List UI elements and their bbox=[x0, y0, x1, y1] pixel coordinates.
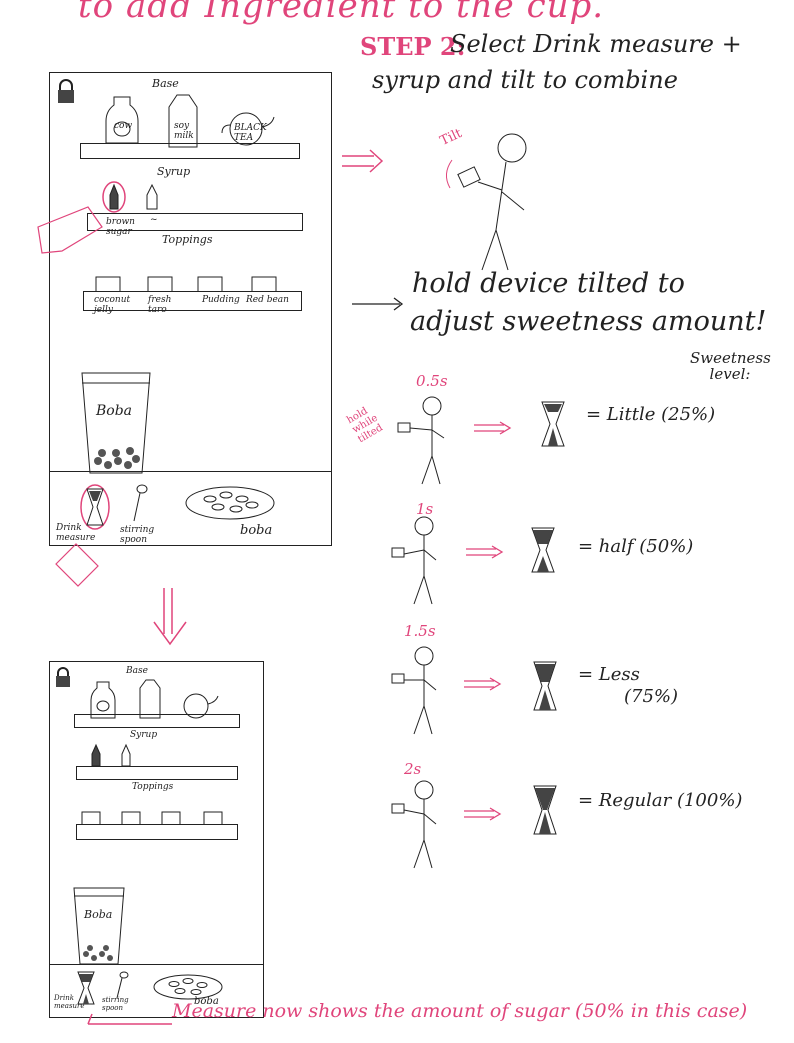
hold-note-line2: adjust sweetness amount! bbox=[410, 306, 767, 337]
level-1-stick-figure bbox=[397, 396, 445, 485]
level-3-measure-icon bbox=[533, 661, 557, 711]
milk-bottle-icon[interactable] bbox=[90, 680, 116, 724]
level-2-measure-icon bbox=[531, 527, 555, 573]
lock-icon[interactable] bbox=[56, 79, 76, 109]
level-2-time: 1s bbox=[416, 500, 434, 518]
level-2-stick-figure bbox=[391, 516, 437, 605]
top-note: to add Ingredient to the cup. bbox=[78, 0, 605, 26]
level-1-time: 0.5s bbox=[416, 372, 448, 390]
base-shelf bbox=[74, 714, 240, 728]
base-label: Base bbox=[152, 77, 179, 90]
tool-bar-divider bbox=[50, 471, 331, 472]
topping-bins bbox=[94, 271, 284, 297]
boba-cup bbox=[72, 884, 126, 970]
phone-mockup-after: Base Syrup Toppings Boba Drink measure s… bbox=[49, 661, 264, 1018]
level-2-arrow bbox=[466, 545, 504, 559]
bottom-note: Measure now shows the amount of sugar (5… bbox=[172, 1000, 748, 1022]
finger-tap-indicator bbox=[37, 206, 103, 254]
level-4-stick-figure bbox=[391, 780, 437, 869]
step-title: STEP 2: bbox=[360, 32, 466, 61]
bottom-arrow bbox=[87, 1013, 172, 1025]
boba-tray-icon[interactable] bbox=[180, 483, 280, 527]
base-shelf bbox=[80, 143, 300, 159]
level-4-time: 2s bbox=[404, 760, 422, 778]
level-4-result: = Regular (100%) bbox=[578, 790, 743, 811]
level-3-stick-figure bbox=[391, 646, 437, 735]
level-1-arrow bbox=[474, 421, 512, 435]
drink-measure-label: Drink measure bbox=[54, 994, 85, 1010]
level-3-result: = Less bbox=[578, 664, 640, 685]
brown-sugar-label: brown sugar bbox=[106, 217, 135, 237]
black-tea-label: BLACK TEA bbox=[234, 123, 267, 143]
level-3-time: 1.5s bbox=[404, 622, 436, 640]
lock-icon[interactable] bbox=[55, 667, 71, 693]
drink-measure-icon[interactable] bbox=[76, 970, 96, 1010]
syrup-bottle-icon[interactable] bbox=[144, 181, 160, 215]
topping-coconut-jelly[interactable]: coconut jelly bbox=[94, 295, 131, 315]
level-4-measure-icon bbox=[533, 785, 557, 835]
level-3-arrow bbox=[464, 677, 502, 691]
level-1-result: = Little (25%) bbox=[586, 404, 716, 425]
drink-measure-label: Drink measure bbox=[56, 523, 96, 543]
topping-bins bbox=[80, 808, 230, 830]
topping-pudding[interactable]: Pudding bbox=[202, 295, 240, 305]
toppings-label: Toppings bbox=[132, 782, 174, 792]
black-tea-pot-icon[interactable] bbox=[176, 688, 220, 724]
toppings-shelf bbox=[83, 291, 302, 311]
cow-bottle-label: cow bbox=[114, 121, 133, 131]
black-tea-pot-icon[interactable] bbox=[220, 105, 276, 151]
topping-fresh-taro[interactable]: fresh taro bbox=[148, 295, 172, 315]
sweetness-level-header: Sweetness level: bbox=[690, 349, 771, 383]
phone-mockup-before: Base cow soy milk BLACK TEA Syrup brown … bbox=[37, 72, 332, 546]
stirring-spoon-icon[interactable] bbox=[130, 483, 150, 527]
boba-label: boba bbox=[240, 523, 273, 538]
drink-measure-icon[interactable] bbox=[80, 483, 110, 535]
boba-tray-icon[interactable] bbox=[148, 972, 228, 1006]
syrup-shelf bbox=[87, 213, 303, 231]
tool-bar-divider bbox=[50, 964, 263, 965]
stirring-spoon-icon[interactable] bbox=[114, 970, 130, 1004]
right-arrow-1 bbox=[342, 149, 384, 173]
base-label: Base bbox=[126, 666, 148, 676]
cup-label: Boba bbox=[84, 908, 113, 921]
level-4-arrow bbox=[464, 807, 502, 821]
boba-label: boba bbox=[194, 996, 219, 1007]
level-3-result-percent: (75%) bbox=[624, 686, 679, 707]
step-text-line2: syrup and tilt to combine bbox=[372, 66, 678, 94]
toppings-shelf bbox=[76, 824, 238, 840]
brown-sugar-syrup-bottle-icon[interactable] bbox=[102, 179, 126, 217]
soy-milk-carton-icon[interactable] bbox=[167, 93, 199, 153]
syrup-label: Syrup bbox=[130, 730, 158, 740]
cup-label: Boba bbox=[96, 403, 133, 419]
soy-milk-label: soy milk bbox=[174, 121, 194, 141]
toppings-label: Toppings bbox=[162, 233, 213, 246]
hold-note-line1: hold device tilted to bbox=[412, 268, 685, 299]
stirring-spoon-label: stirring spoon bbox=[120, 525, 155, 545]
soy-milk-carton-icon[interactable] bbox=[138, 678, 162, 724]
syrup-label: Syrup bbox=[157, 165, 191, 178]
level-1-measure-icon bbox=[541, 401, 565, 447]
right-arrow-2 bbox=[352, 297, 404, 311]
topping-red-bean[interactable]: Red bean bbox=[246, 295, 289, 305]
tap-indicator-diamond bbox=[55, 543, 99, 587]
down-arrow bbox=[153, 588, 187, 646]
stirring-spoon-label: stirring spoon bbox=[102, 996, 129, 1012]
tilt-stick-figure bbox=[446, 133, 527, 271]
syrup-blank-label: ~ bbox=[150, 215, 158, 225]
syrup-shelf bbox=[76, 766, 238, 780]
step-text: Select Drink measure + bbox=[450, 30, 742, 58]
level-2-result: = half (50%) bbox=[578, 536, 694, 557]
boba-cup bbox=[80, 369, 152, 481]
